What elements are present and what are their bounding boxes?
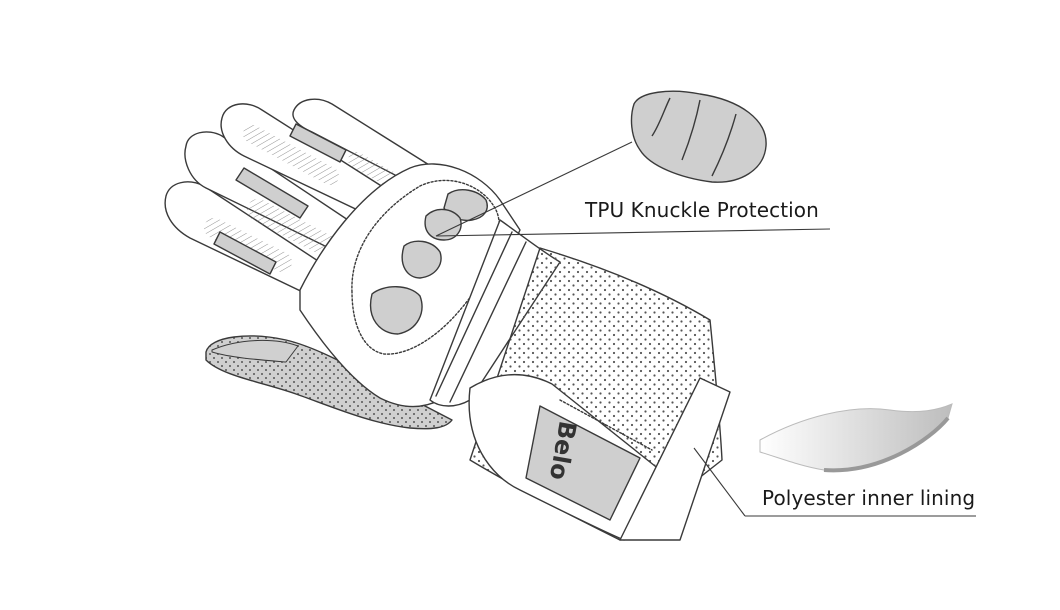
leader-lines (435, 141, 976, 517)
lining-swatch (759, 403, 953, 471)
knuckle-detail (630, 90, 767, 183)
inner-lining-label: Polyester inner lining (762, 486, 976, 510)
knuckle-plate-4 (369, 286, 423, 335)
knuckle-plate-2 (424, 208, 462, 241)
knuckle-plate-3 (401, 240, 442, 279)
knuckle-protection-label: TPU Knuckle Protection (585, 198, 819, 222)
leader-lining-diagonal (693, 447, 746, 517)
leader-knuckle-underline (435, 228, 831, 237)
leader-knuckle-detail (435, 141, 633, 237)
